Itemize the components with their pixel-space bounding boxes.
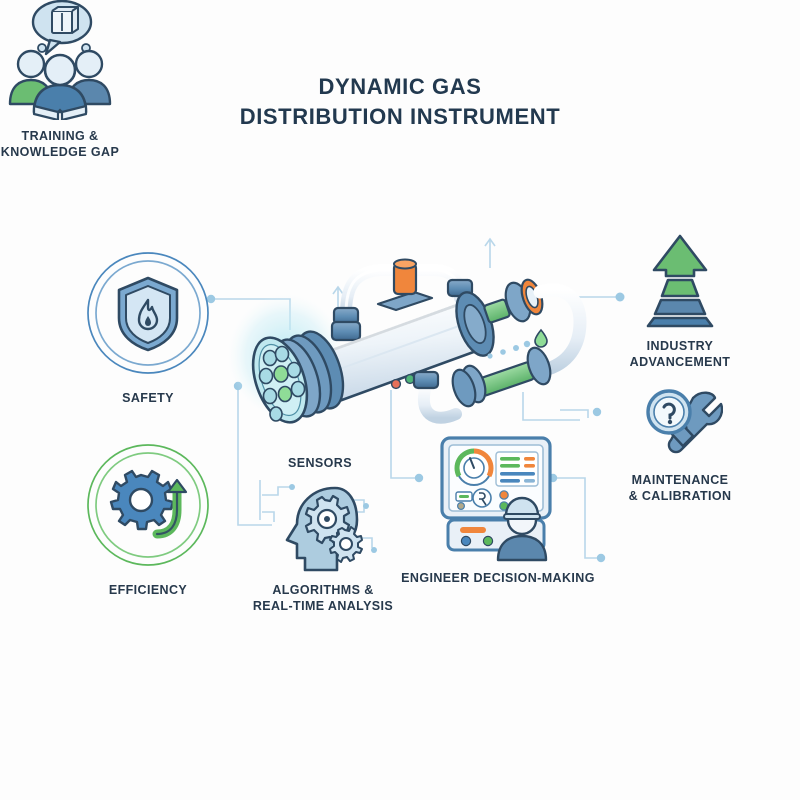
page-title: DYNAMIC GAS DISTRIBUTION INSTRUMENT	[0, 72, 800, 132]
node-maintenance[interactable]: MAINTENANCE & CALIBRATION	[590, 384, 770, 504]
node-industry-label: INDUSTRY ADVANCEMENT	[629, 339, 731, 369]
gear-shape	[109, 469, 175, 531]
wire-dot-training	[596, 553, 606, 563]
node-training-label: TRAINING & KNOWLEDGE GAP	[0, 129, 120, 159]
node-engineer-label: ENGINEER DECISION-MAKING	[401, 571, 595, 585]
magnifier-wrench-icon	[646, 389, 723, 454]
head-gears-icon	[285, 486, 363, 572]
node-industry[interactable]: INDUSTRY ADVANCEMENT	[590, 232, 770, 370]
people-book-bubble-icon	[8, 0, 112, 120]
node-algorithms-label: ALGORITHMS & REAL-TIME ANALYSIS	[252, 583, 394, 613]
right-ubend-pipe	[533, 283, 587, 377]
flow-dots	[487, 340, 531, 359]
node-safety-label: SAFETY	[122, 391, 174, 405]
node-efficiency-label: EFFICIENCY	[108, 583, 188, 597]
title-line-2: DISTRIBUTION INSTRUMENT	[239, 104, 561, 129]
node-maintenance-label: MAINTENANCE & CALIBRATION	[628, 473, 732, 503]
gas-droplet-icon	[534, 328, 548, 348]
growth-pyramid-arrow-icon	[646, 234, 714, 328]
node-sensors-label: SENSORS	[288, 456, 352, 470]
valve-cap	[376, 258, 434, 312]
control-panel-engineer-icon	[440, 436, 552, 562]
node-algorithms[interactable]: ALGORITHMS & REAL-TIME ANALYSIS	[248, 478, 398, 614]
brain-gear-small	[329, 526, 363, 563]
node-safety[interactable]: SAFETY	[78, 250, 218, 406]
upper-right-coupling	[483, 278, 544, 324]
lower-bend-collar	[412, 370, 440, 390]
node-training[interactable]: TRAINING & KNOWLEDGE GAP	[0, 0, 120, 160]
pipe-foot-left	[330, 320, 362, 342]
shield-flame-icon	[87, 252, 209, 374]
title-line-1: DYNAMIC GAS	[318, 74, 482, 99]
lower-bend-pipe	[418, 380, 462, 424]
node-efficiency[interactable]: EFFICIENCY	[78, 442, 218, 598]
gear-arrow-icon	[87, 444, 209, 566]
lower-right-green-pipe	[451, 346, 552, 408]
book-glyph-icon	[51, 6, 79, 34]
node-engineer[interactable]: ENGINEER DECISION-MAKING	[398, 432, 598, 586]
nozzle-face-plate	[251, 336, 309, 424]
gas-distribution-instrument-illustration	[228, 258, 587, 424]
node-sensors[interactable]: SENSORS	[255, 455, 385, 471]
